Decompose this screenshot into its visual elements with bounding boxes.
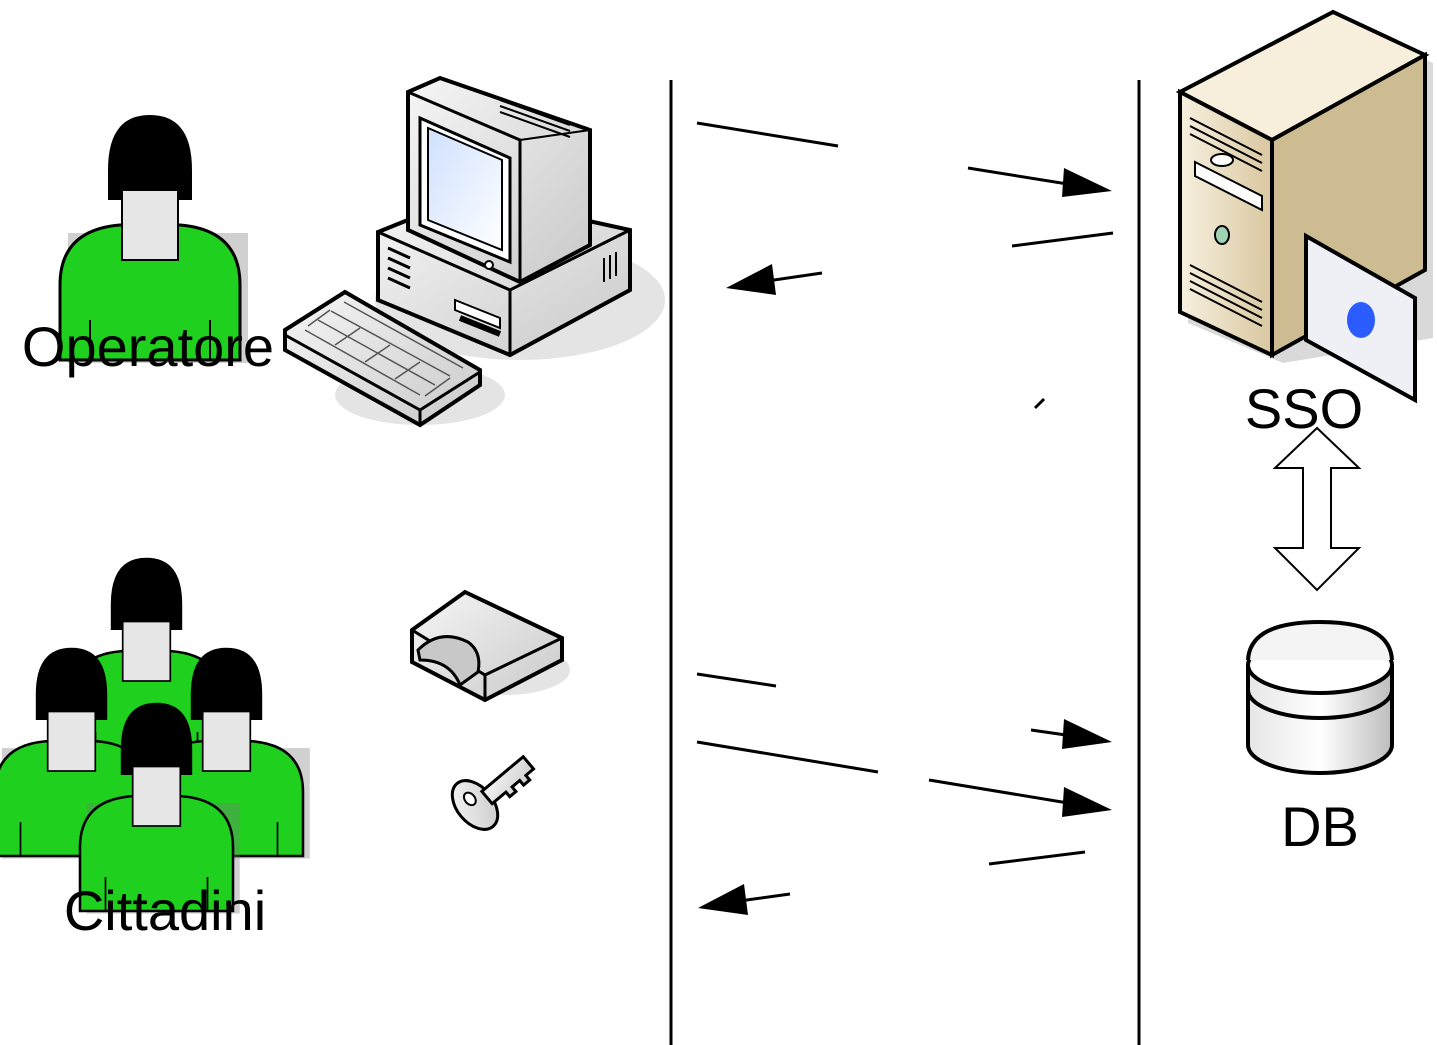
key-icon bbox=[443, 740, 545, 838]
group-of-people-icon bbox=[0, 558, 310, 914]
flow-arrows-top bbox=[697, 123, 1113, 408]
operator-label: Operatore bbox=[22, 315, 274, 378]
db-label: DB bbox=[1281, 795, 1359, 858]
sso-label: SSO bbox=[1245, 377, 1363, 440]
smart-card-reader-icon bbox=[412, 592, 570, 700]
bidirectional-arrow-icon bbox=[1275, 428, 1359, 590]
server-icon bbox=[1180, 12, 1433, 400]
flow-arrows-bottom bbox=[697, 674, 1112, 915]
citizens-label: Cittadini bbox=[64, 879, 266, 942]
desktop-computer-icon bbox=[285, 78, 665, 425]
database-icon bbox=[1248, 617, 1392, 773]
